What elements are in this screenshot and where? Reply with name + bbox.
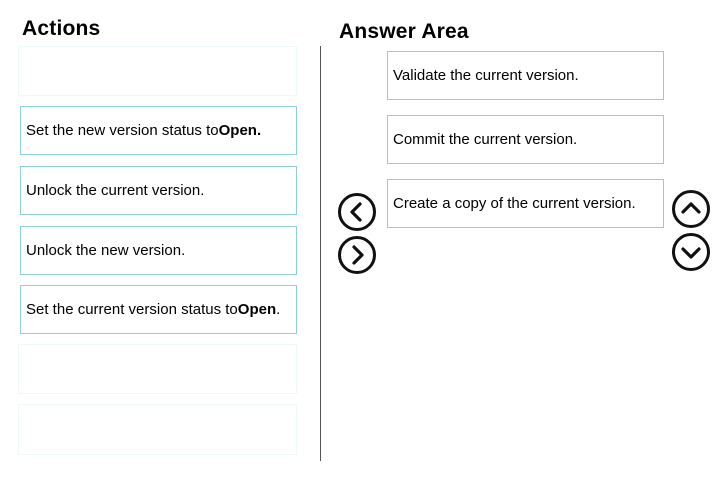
action-item-bold: Open.: [218, 122, 262, 139]
move-right-button[interactable]: [338, 236, 376, 274]
chevron-right-icon: [352, 245, 364, 265]
action-item[interactable]: Set the new version status to Open.: [20, 106, 297, 155]
answer-item-text: Validate the current version.: [393, 67, 579, 84]
action-item-suffix: .: [276, 301, 281, 318]
answer-item-text: Commit the current version.: [393, 131, 578, 148]
action-item-text: Set the new version status to: [26, 122, 219, 139]
action-item-text: Set the current version status to: [26, 301, 238, 318]
answer-item-text: Create a copy of the current version.: [393, 195, 636, 212]
action-item-text: Unlock the current version.: [26, 182, 205, 199]
action-item-bold: Open: [237, 301, 277, 318]
move-down-button[interactable]: [672, 233, 710, 271]
move-up-button[interactable]: [672, 190, 710, 228]
action-item[interactable]: Unlock the current version.: [20, 166, 297, 215]
column-divider: [320, 46, 321, 461]
answer-area-heading: Answer Area: [339, 20, 469, 43]
action-slot-empty: [18, 404, 297, 455]
chevron-left-icon: [350, 202, 362, 222]
answer-item[interactable]: Commit the current version.: [387, 115, 664, 164]
action-item[interactable]: Set the current version status to Open.: [20, 285, 297, 334]
chevron-down-icon: [681, 247, 701, 259]
action-item[interactable]: Unlock the new version.: [20, 226, 297, 275]
chevron-up-icon: [681, 202, 701, 214]
action-item-text: Unlock the new version.: [26, 242, 186, 259]
action-slot-empty: [18, 344, 297, 394]
move-left-button[interactable]: [338, 193, 376, 231]
answer-item[interactable]: Validate the current version.: [387, 51, 664, 100]
answer-item[interactable]: Create a copy of the current version.: [387, 179, 664, 228]
action-slot-empty: [18, 46, 297, 96]
actions-heading: Actions: [22, 17, 101, 40]
